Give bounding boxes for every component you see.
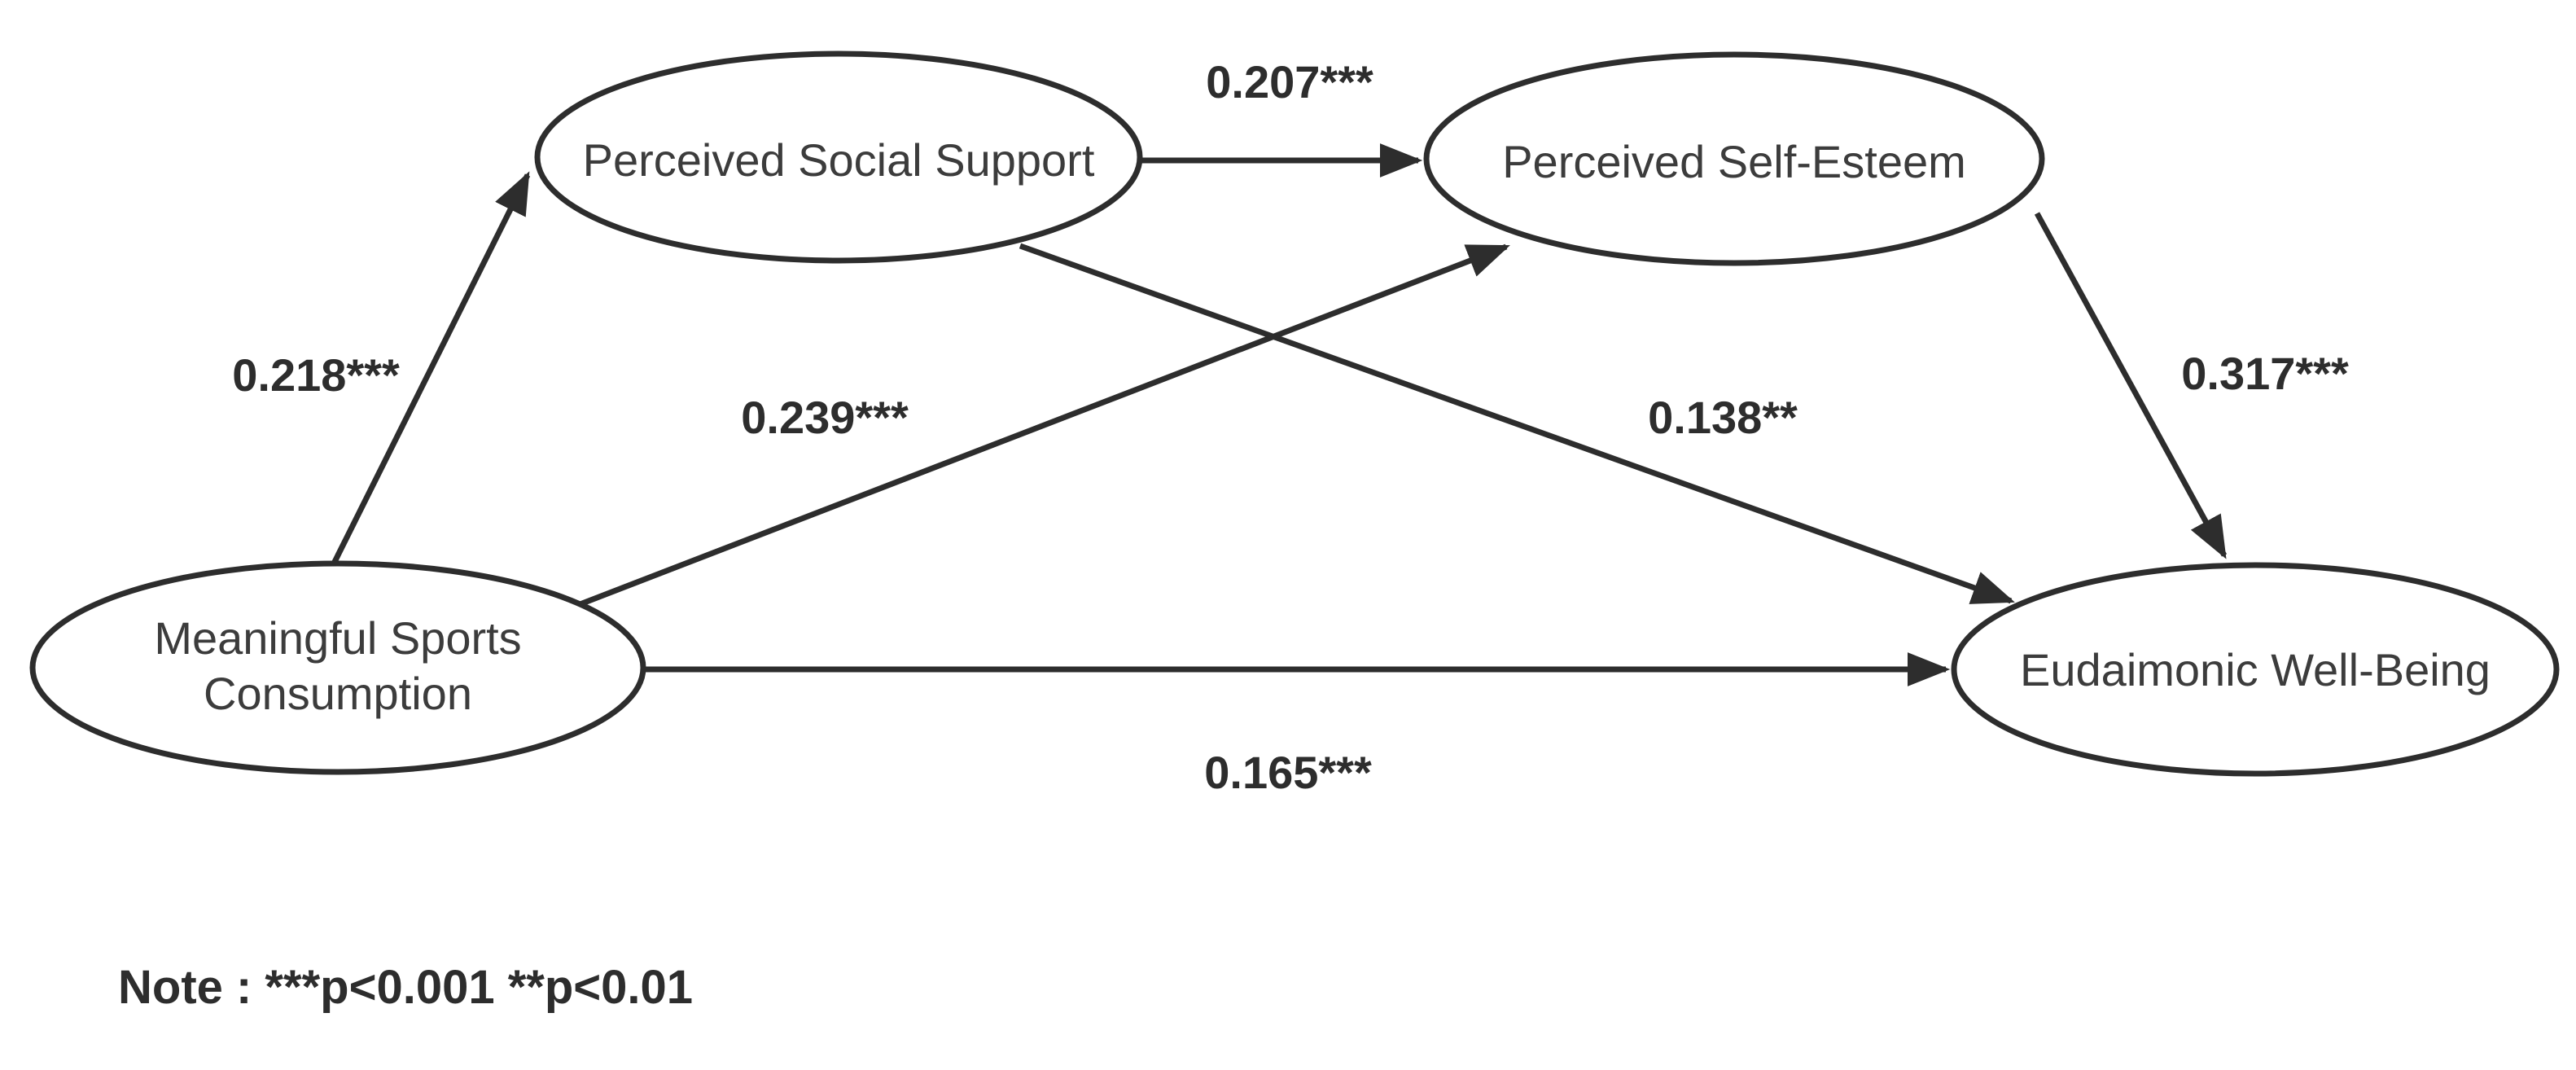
node-perceived-social-support-label: Perceived Social Support: [583, 134, 1095, 186]
edge-pse-to-ewb-coefficient: 0.317***: [2181, 348, 2349, 399]
node-perceived-self-esteem-label: Perceived Self-Esteem: [1502, 136, 1966, 187]
node-perceived-self-esteem: Perceived Self-Esteem: [1423, 51, 2045, 266]
significance-note: Note : ***p<0.001 **p<0.01: [118, 961, 693, 1014]
node-meaningful-sports-consumption: Meaningful Sports Consumption: [29, 560, 646, 775]
edge-pse-to-ewb: 0.317***: [2034, 212, 2349, 559]
edge-msc-to-pss: 0.218***: [232, 171, 531, 565]
node-eudaimonic-well-being-label: Eudaimonic Well-Being: [2020, 644, 2491, 695]
edge-pss-to-ewb-coefficient: 0.138**: [1648, 392, 1798, 443]
edge-msc-to-pse-coefficient: 0.239***: [741, 392, 909, 443]
node-meaningful-sports-consumption-label-line1: Meaningful Sports: [154, 612, 521, 664]
node-meaningful-sports-consumption-label-line2: Consumption: [204, 668, 472, 719]
edge-msc-to-pse-arrow: [566, 243, 1510, 612]
node-meaningful-sports-consumption-ellipse: [29, 560, 646, 775]
edge-pss-to-pse-coefficient: 0.207***: [1206, 56, 1373, 107]
node-perceived-social-support: Perceived Social Support: [534, 50, 1143, 264]
edge-msc-to-ewb: 0.165***: [645, 652, 1951, 798]
edge-pse-to-ewb-arrow: [2034, 212, 2228, 559]
node-eudaimonic-well-being-ellipse: [1951, 562, 2560, 777]
node-eudaimonic-well-being: Eudaimonic Well-Being: [1951, 562, 2560, 777]
edge-msc-to-pss-arrow: [331, 171, 531, 565]
edge-pss-to-ewb: 0.138**: [1019, 243, 2015, 604]
edge-pss-to-pse: 0.207***: [1140, 56, 1423, 178]
edge-msc-to-pss-coefficient: 0.218***: [232, 349, 400, 401]
node-perceived-social-support-ellipse: [534, 50, 1143, 264]
edge-msc-to-ewb-coefficient: 0.165***: [1204, 747, 1372, 798]
edge-pss-to-ewb-arrow: [1019, 243, 2015, 604]
node-perceived-self-esteem-ellipse: [1423, 51, 2045, 266]
edge-msc-to-pse: 0.239***: [566, 243, 1510, 612]
